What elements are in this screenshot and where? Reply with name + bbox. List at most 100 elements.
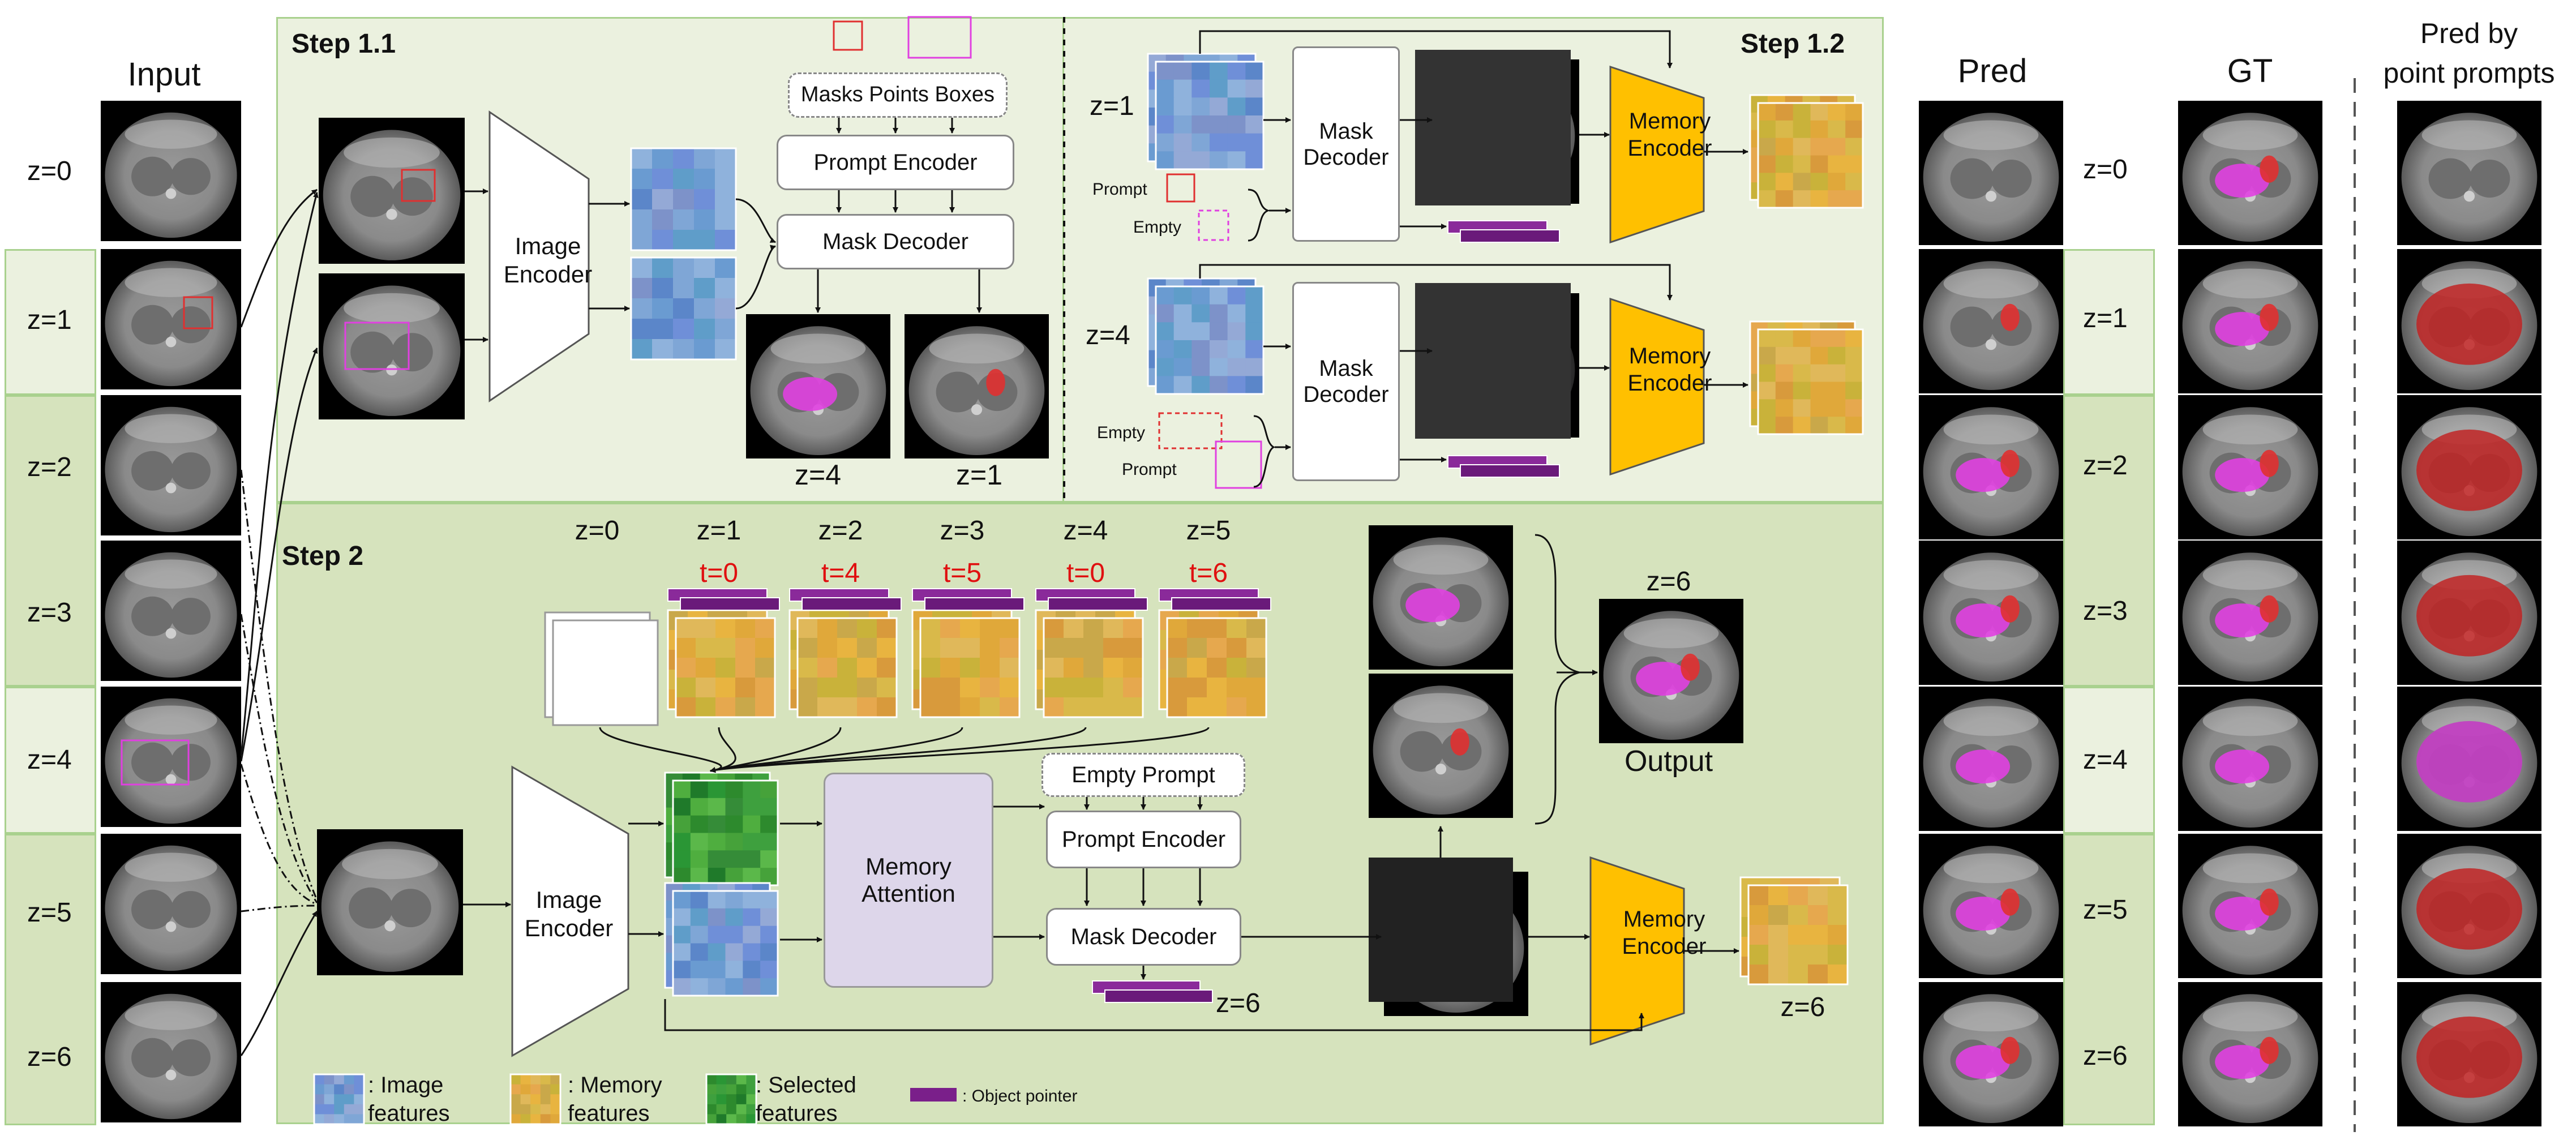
output-z-label: z=6 [1646, 567, 1691, 597]
arrow-mem-3 [710, 727, 963, 773]
feature-cell [1187, 618, 1207, 638]
step12-feature-z1-front [1155, 61, 1265, 170]
feature-cell [520, 1074, 531, 1085]
feature-cell [1064, 697, 1084, 718]
pred-label-z3: z=3 [2083, 596, 2128, 626]
feature-cell [725, 961, 743, 979]
feature-cell [715, 618, 736, 638]
feature-cell [743, 943, 761, 961]
feature-cell [676, 678, 696, 698]
feature-cell [344, 1104, 354, 1115]
feature-cell [1758, 155, 1776, 173]
feature-cell [1828, 945, 1848, 965]
feature-cell [708, 908, 726, 927]
feature-cell [334, 1104, 345, 1115]
feature-cell [715, 189, 736, 210]
feature-cell [980, 658, 1000, 678]
feature-border [1747, 884, 1849, 985]
mask-magenta [2215, 603, 2270, 638]
feature-cell [746, 1114, 757, 1125]
feature-cell [715, 339, 736, 360]
feature-cell [631, 209, 653, 230]
feature-cell [1173, 304, 1192, 323]
feature-cell [960, 618, 980, 638]
feature-cell [1227, 133, 1246, 152]
step2-z5: z=5 [1186, 516, 1231, 546]
feature-cell [980, 618, 1000, 638]
step12-mask-stack-bg-a [1415, 50, 1571, 205]
ct-rib-band [2202, 853, 2298, 884]
feature-cell [1810, 364, 1828, 382]
feature-cell [1758, 346, 1776, 365]
feature-cell [694, 209, 715, 230]
feature-cell [1156, 304, 1175, 323]
step2-input-slice [317, 829, 463, 975]
feature-cell [1845, 103, 1863, 121]
feature-cell [652, 169, 674, 190]
pointer-front [1460, 464, 1560, 478]
feature-cell [314, 1074, 325, 1085]
mask-red [2260, 449, 2279, 477]
feature-cell [877, 678, 897, 698]
feature-cell [520, 1104, 531, 1115]
feature-cell [798, 638, 818, 658]
feature-border [1155, 285, 1265, 395]
mask-red [2260, 595, 2279, 623]
feature-cell [743, 833, 761, 851]
pred-slice-z4 [1919, 687, 2063, 831]
step2-pointer-2 [789, 588, 902, 611]
feature-cell [690, 850, 709, 868]
ct-rib-band [125, 559, 217, 589]
feature-cell [1167, 638, 1188, 658]
mask-decoder-12b: Mask Decoder [1292, 282, 1400, 481]
feature-cell [755, 678, 775, 698]
feature-cell [631, 319, 653, 340]
pred-label-z4: z=4 [2083, 745, 2128, 775]
feature-cell [1227, 304, 1246, 323]
mask-magenta [1636, 662, 1691, 696]
ct-spine [2463, 191, 2475, 202]
feature-cell [690, 781, 709, 799]
feature-cell [760, 781, 778, 799]
pred-label-z1: z=1 [2083, 303, 2128, 333]
feature-cell [1810, 190, 1828, 208]
feature-cell [1810, 120, 1828, 139]
feature-cell [743, 978, 761, 996]
mask-decoder-11: Mask Decoder [777, 214, 1014, 269]
feature-cell [1123, 678, 1143, 698]
feature-cell [1775, 173, 1794, 191]
ct-organ [390, 889, 431, 928]
feature-cell [1227, 151, 1246, 170]
memory-encoder-12b [1609, 297, 1705, 476]
feature-cell [743, 961, 761, 979]
feature-cell [334, 1074, 345, 1085]
feature-cell [1845, 364, 1863, 382]
feature-cell [1828, 346, 1846, 365]
ct-rib-band [125, 1001, 217, 1030]
feature-cell [1227, 376, 1246, 395]
feature-cell [1044, 618, 1064, 638]
feature-cell [726, 1084, 737, 1095]
feature-cell [1810, 173, 1828, 191]
feature-cell [817, 658, 838, 678]
feature-cell [708, 943, 726, 961]
feature-cell [706, 1084, 717, 1095]
step12-pointer-a [1447, 220, 1560, 243]
feature-cell [1828, 417, 1846, 435]
ct-spine [1985, 191, 1997, 202]
feature-cell [837, 658, 858, 678]
feature-cell [540, 1104, 551, 1115]
feature-cell [1191, 358, 1210, 376]
feature-cell [1173, 133, 1192, 152]
feature-cell [708, 850, 726, 868]
feature-cell [1793, 155, 1811, 173]
feature-cell [1083, 678, 1104, 698]
feature-cell [1788, 885, 1808, 906]
ct-spine [386, 364, 397, 376]
feature-border [1757, 328, 1864, 435]
ct-rib-band [770, 333, 866, 364]
feature-cell [1083, 658, 1104, 678]
feature-cell [511, 1094, 521, 1105]
feature-cell [716, 1074, 727, 1085]
feature-cell [652, 339, 674, 360]
